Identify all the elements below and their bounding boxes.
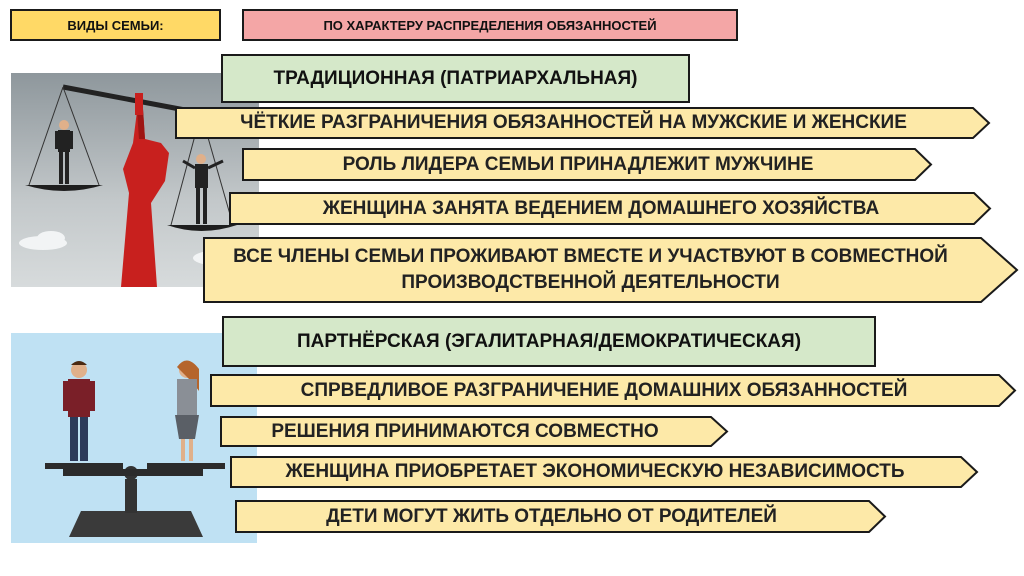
partner-item-2: РЕШЕНИЯ ПРИНИМАЮТСЯ СОВМЕСТНО <box>220 416 729 447</box>
traditional-item-2: РОЛЬ ЛИДЕРА СЕМЬИ ПРИНАДЛЕЖИТ МУЖЧИНЕ <box>242 148 933 181</box>
traditional-item-4: ВСЕ ЧЛЕНЫ СЕМЬИ ПРОЖИВАЮТ ВМЕСТЕ И УЧАСТ… <box>203 237 1019 303</box>
traditional-item-1: ЧЁТКИЕ РАЗГРАНИЧЕНИЯ ОБЯЗАННОСТЕЙ НА МУЖ… <box>175 107 991 139</box>
traditional-item-3: ЖЕНЩИНА ЗАНЯТА ВЕДЕНИЕМ ДОМАШНЕГО ХОЗЯЙС… <box>229 192 992 225</box>
partner-family-title: ПАРТНЁРСКАЯ (ЭГАЛИТАРНАЯ/ДЕМОКРАТИЧЕСКАЯ… <box>222 316 876 367</box>
family-types-label: ВИДЫ СЕМЬИ: <box>10 9 221 41</box>
criterion-label: ПО ХАРАКТЕРУ РАСПРЕДЕЛЕНИЯ ОБЯЗАННОСТЕЙ <box>242 9 738 41</box>
partner-item-4: ДЕТИ МОГУТ ЖИТЬ ОТДЕЛЬНО ОТ РОДИТЕЛЕЙ <box>235 500 887 533</box>
partner-item-1: СПРВЕДЛИВОЕ РАЗГРАНИЧЕНИЕ ДОМАШНИХ ОБЯЗА… <box>210 374 1017 407</box>
traditional-family-title: ТРАДИЦИОННАЯ (ПАТРИАРХАЛЬНАЯ) <box>221 54 690 103</box>
partner-item-3: ЖЕНЩИНА ПРИОБРЕТАЕТ ЭКОНОМИЧЕСКУЮ НЕЗАВИ… <box>230 456 979 488</box>
balanced-scales-illustration <box>11 333 257 543</box>
